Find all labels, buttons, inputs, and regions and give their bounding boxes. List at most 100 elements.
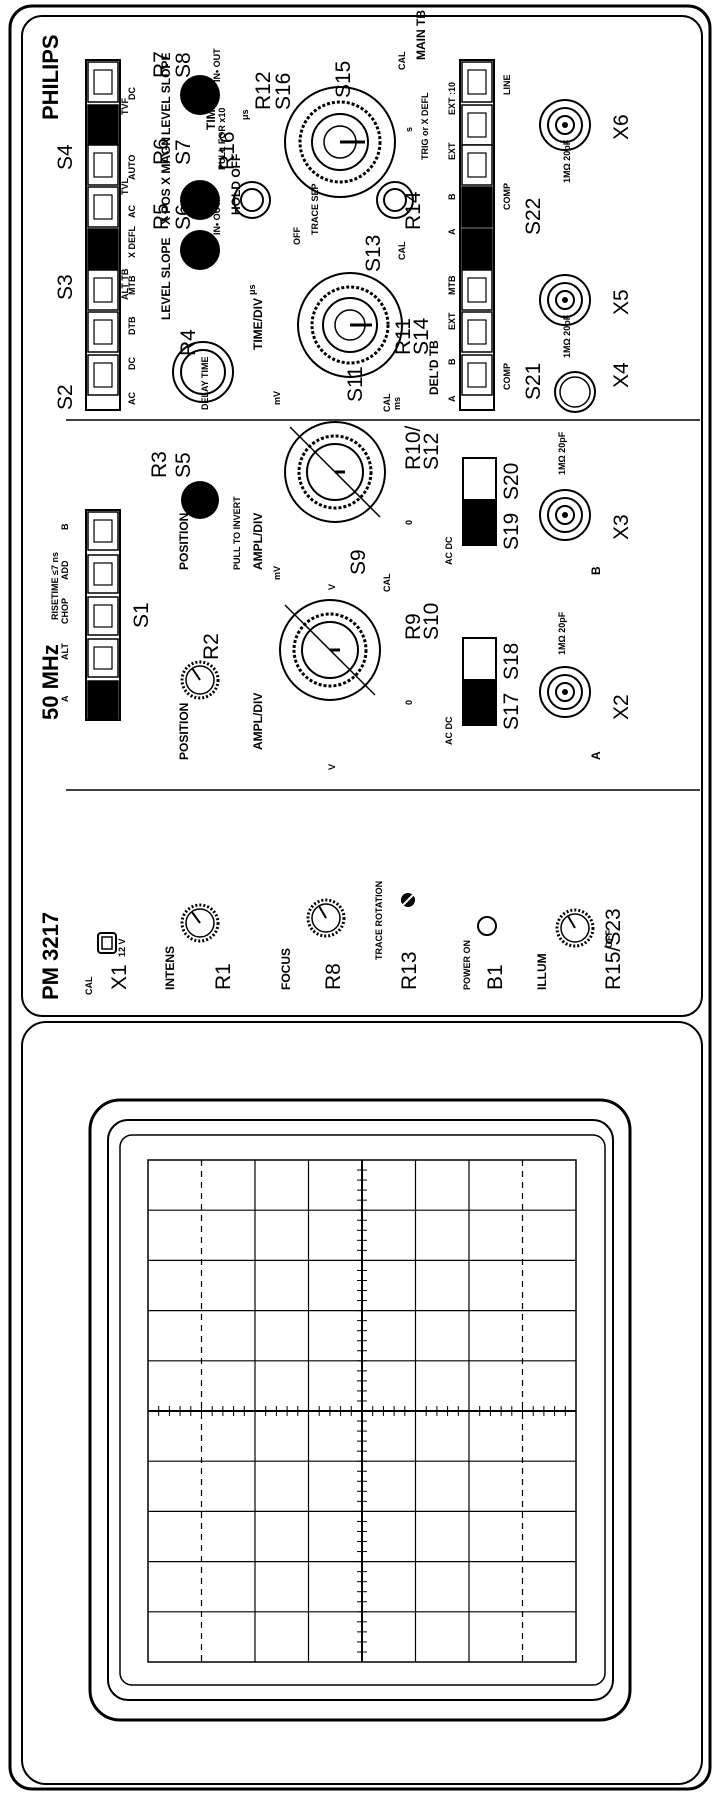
intens-label: INTENS <box>163 946 177 990</box>
graticule <box>147 1159 577 1663</box>
s1-pushbutton[interactable] <box>87 680 119 720</box>
trigger-pushbutton[interactable] <box>461 354 493 396</box>
b1-label: B1 <box>484 964 507 990</box>
s7-label: S7 <box>172 139 195 165</box>
line-label: LINE <box>502 74 512 95</box>
ch-b-zero: 0 <box>404 520 414 525</box>
tvl-label: TVL <box>120 177 130 195</box>
ch-b-bnc-input[interactable] <box>539 489 591 541</box>
s1-pushbutton-face <box>93 646 113 670</box>
s1-btn-add: ADD <box>60 560 70 580</box>
ch-a-zero: 0 <box>404 700 414 705</box>
top-pushbutton-face <box>93 362 113 388</box>
delay-time-dial[interactable] <box>172 341 234 403</box>
s1-frame <box>85 509 121 721</box>
top-pushbutton[interactable] <box>87 104 119 146</box>
ch-a-ampl-knob[interactable] <box>279 599 381 701</box>
level-slope-knob-del[interactable] <box>180 230 220 270</box>
ch-a-coupling-switch-2[interactable] <box>462 637 497 681</box>
top-pushbutton[interactable] <box>87 311 119 353</box>
x6-bnc-input[interactable] <box>539 99 591 151</box>
r9-label: R9 <box>402 613 425 640</box>
ch-b-position-label: POSITION <box>177 513 191 570</box>
trace-rotation-label: TRACE ROTATION <box>374 881 384 960</box>
top-pushbutton[interactable] <box>87 228 119 270</box>
s17-label: S17 <box>500 693 523 730</box>
s22-btn-ext: EXT <box>447 142 457 160</box>
trigger-pushbutton[interactable] <box>461 269 493 311</box>
top-pushbutton-face <box>93 194 113 220</box>
philips-logo: PHILIPS <box>38 34 63 120</box>
ch-b-ampl-knob[interactable] <box>284 421 386 523</box>
ch-b-position-knob[interactable] <box>181 481 219 519</box>
illum-knob[interactable] <box>555 908 595 948</box>
s22-btn-mtb: MTB <box>447 275 457 295</box>
trigger-pushbutton[interactable] <box>461 61 493 103</box>
trigger-pushbutton[interactable] <box>461 228 493 270</box>
s21-label: S21 <box>522 363 545 400</box>
s1-pushbutton[interactable] <box>87 511 119 551</box>
s14-label: S14 <box>410 317 433 355</box>
x2-label: X2 <box>610 694 633 720</box>
time-div2-label: TIME/DIV <box>204 78 218 130</box>
del-us-label: μs <box>247 284 257 295</box>
hold-off-ms: ms <box>207 247 217 260</box>
ch-b-coupling-switch[interactable] <box>462 499 497 546</box>
s22-label: S22 <box>522 198 545 235</box>
top-pushbutton[interactable] <box>87 186 119 228</box>
controls-panel-border <box>21 15 703 1017</box>
trigger-pushbutton[interactable] <box>461 144 493 186</box>
trig-label: TRIG or X DEFL <box>420 92 430 160</box>
bandwidth-label: 50 MHz <box>38 644 63 720</box>
x4-terminal[interactable] <box>554 371 596 413</box>
ch-a-position-knob[interactable] <box>180 660 220 700</box>
ch-b-coupling-switch-2[interactable] <box>462 457 497 501</box>
cal-terminal <box>97 932 117 954</box>
ch-a-coupling-switch[interactable] <box>462 679 497 726</box>
r7-label: R7 <box>150 51 173 78</box>
risetime-label: RISETIME ≤7 ns <box>50 552 60 620</box>
in-out2-label: IN• OUT <box>212 48 222 82</box>
s1-pushbutton[interactable] <box>87 554 119 594</box>
trigger-pushbutton[interactable] <box>461 311 493 353</box>
trace-rotation-screw[interactable] <box>401 893 415 907</box>
s21-btn-ext: EXT <box>447 312 457 330</box>
x3-label: X3 <box>610 514 633 540</box>
s15-label: S15 <box>332 61 355 98</box>
top-pushbutton[interactable] <box>87 354 119 396</box>
r5-label: R5 <box>150 203 173 230</box>
s1-group: S1 A ALT CHOP ADD B <box>60 509 153 721</box>
trigger-pushbutton[interactable] <box>461 186 493 228</box>
main-us-label: μs <box>240 109 250 120</box>
s5-label: S5 <box>172 452 195 478</box>
trace-sep-knob[interactable] <box>376 181 414 219</box>
top-pushbutton[interactable] <box>87 144 119 186</box>
intens-knob[interactable] <box>180 903 220 943</box>
s1-pushbutton[interactable] <box>87 638 119 678</box>
comp1-label: COMP <box>502 363 512 390</box>
ch-a-impedance: 1MΩ 20pF <box>557 611 567 655</box>
level-slope-knob-main[interactable] <box>180 75 220 115</box>
focus-knob[interactable] <box>306 898 346 938</box>
in-out-label: IN• OUT <box>212 201 222 235</box>
trigger-pushbutton-face <box>467 277 487 303</box>
xpos-knob[interactable] <box>180 180 220 220</box>
ch-b-impedance: 1MΩ 20pF <box>557 431 567 475</box>
r14-label: R14 <box>402 191 425 230</box>
channel-b: POSITION R3 S5 PULL TO INVERT AMPL/DIV V… <box>148 366 633 590</box>
top-pushbutton[interactable] <box>87 269 119 311</box>
x5-bnc-input[interactable] <box>539 274 591 326</box>
crt-screen <box>88 1098 632 1722</box>
main-tb-time-div-dial[interactable] <box>284 86 396 198</box>
s1-pushbutton[interactable] <box>87 596 119 636</box>
trigger-pushbutton[interactable] <box>461 104 493 146</box>
del-tb-time-div-dial[interactable] <box>297 272 403 378</box>
s4-label: S4 <box>54 144 77 170</box>
del-ms-label: ms <box>392 397 402 410</box>
ch-b-pull-label: PULL TO INVERT <box>232 496 242 570</box>
hold-off-knob[interactable] <box>233 181 271 219</box>
ch-a-bnc-input[interactable] <box>539 666 591 718</box>
ch-b-cal: CAL <box>382 393 392 412</box>
top-pushbutton[interactable] <box>87 61 119 103</box>
